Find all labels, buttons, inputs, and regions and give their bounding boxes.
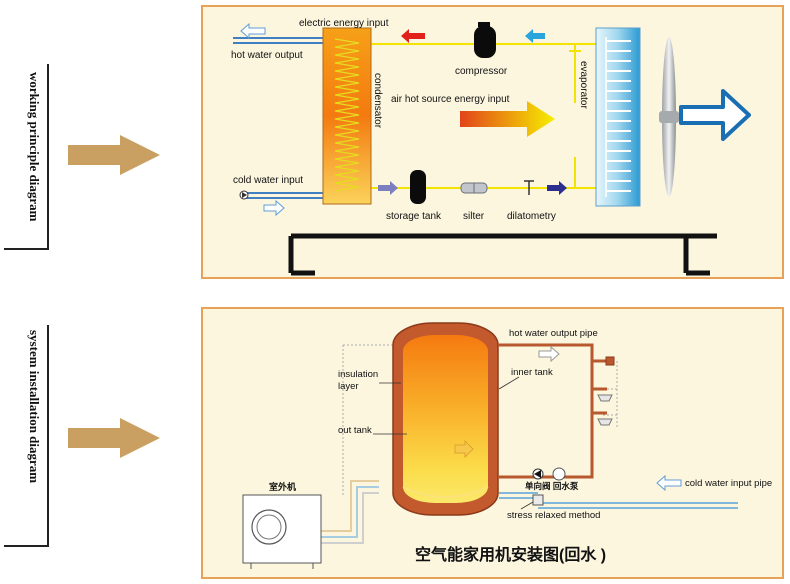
system-installation-panel: hot water output pipe insulation layer i… xyxy=(201,307,784,579)
section2-divider-bottom xyxy=(4,545,49,547)
label-hot-water-output-pipe: hot water output pipe xyxy=(509,328,598,339)
label-condensator: condensator xyxy=(372,73,383,129)
storage-tank xyxy=(410,170,426,204)
label-inner-tank: inner tank xyxy=(511,367,553,378)
label-hot-water-output: hot water output xyxy=(231,50,303,61)
refrigerant-flow-arrow-bottom xyxy=(547,181,567,195)
storage-flow-arrow xyxy=(378,181,398,195)
air-hot-source-arrow xyxy=(460,101,555,137)
label-electric-energy-input: electric energy input xyxy=(299,18,389,29)
base-stand xyxy=(288,233,717,276)
hot-water-outlets xyxy=(597,356,615,426)
label-air-hot-source: air hot source energy input xyxy=(391,94,510,105)
label-check-valve-pump: 单向阀 回水泵 xyxy=(525,481,579,491)
label-insulation-layer-1: insulation xyxy=(338,369,378,380)
storage-tank xyxy=(392,322,499,516)
dotted-pipes xyxy=(342,344,618,495)
cold-water-input-pipe xyxy=(499,492,738,509)
hot-water-out-arrow xyxy=(240,22,266,40)
cold-water-in-arrow xyxy=(656,474,682,492)
working-principle-diagram: electric energy input hot water output c… xyxy=(231,18,751,276)
label-evaporator: evaporator xyxy=(578,61,589,109)
hot-water-pipe-loop xyxy=(498,343,607,479)
cold-water-pipe xyxy=(245,192,323,199)
label-storage-tank: storage tank xyxy=(386,211,442,222)
section2-pointer-arrow xyxy=(68,418,160,458)
evaporator xyxy=(595,27,641,207)
label-cold-water-input: cold water input xyxy=(233,175,303,186)
label-stress-relaxed: stress relaxed method xyxy=(507,510,600,521)
diagram-title: 空气能家用机安装图(回水 ) xyxy=(415,545,606,564)
cold-water-in-arrow xyxy=(263,199,285,217)
label-out-tank: out tank xyxy=(338,425,372,436)
tank-flow-arrow xyxy=(454,440,474,458)
condenser xyxy=(322,27,372,205)
section1-pointer-arrow xyxy=(68,135,160,175)
outdoor-unit xyxy=(242,494,322,569)
air-outflow-arrow xyxy=(679,89,751,141)
section1-divider-bottom xyxy=(4,248,49,250)
hot-water-pipe xyxy=(233,37,323,44)
compressor xyxy=(474,22,496,58)
refrigerant-flow-arrow-top xyxy=(525,29,545,43)
section1-side-label: working principle diagram xyxy=(27,72,42,222)
check-valve-icon xyxy=(532,468,544,480)
stress-relief-valve xyxy=(532,494,544,506)
condenser-coil xyxy=(334,38,360,192)
outdoor-unit-pipes xyxy=(321,480,379,544)
electric-input-arrow xyxy=(401,29,425,43)
label-silter: silter xyxy=(463,211,485,222)
hot-water-out-arrow xyxy=(538,345,560,363)
label-compressor: compressor xyxy=(455,66,508,77)
leader-lines xyxy=(373,376,534,510)
section1-divider-vertical xyxy=(47,64,49,250)
label-dilatometry: dilatometry xyxy=(507,211,556,222)
check-valve-icon xyxy=(239,190,249,200)
label-outdoor-unit: 室外机 xyxy=(269,481,296,492)
label-insulation-layer-2: layer xyxy=(338,381,359,392)
return-pump-icon xyxy=(552,467,566,481)
fan xyxy=(659,37,679,197)
dilatometry-valve xyxy=(524,180,534,195)
label-cold-water-input-pipe: cold water input pipe xyxy=(685,478,772,489)
working-principle-panel: electric energy input hot water output c… xyxy=(201,5,784,279)
evaporator-coil xyxy=(606,40,631,192)
silter xyxy=(460,182,488,194)
system-installation-diagram: hot water output pipe insulation layer i… xyxy=(242,322,772,569)
section2-divider-vertical xyxy=(47,325,49,547)
section2-side-label: system installation diagram xyxy=(27,330,42,484)
